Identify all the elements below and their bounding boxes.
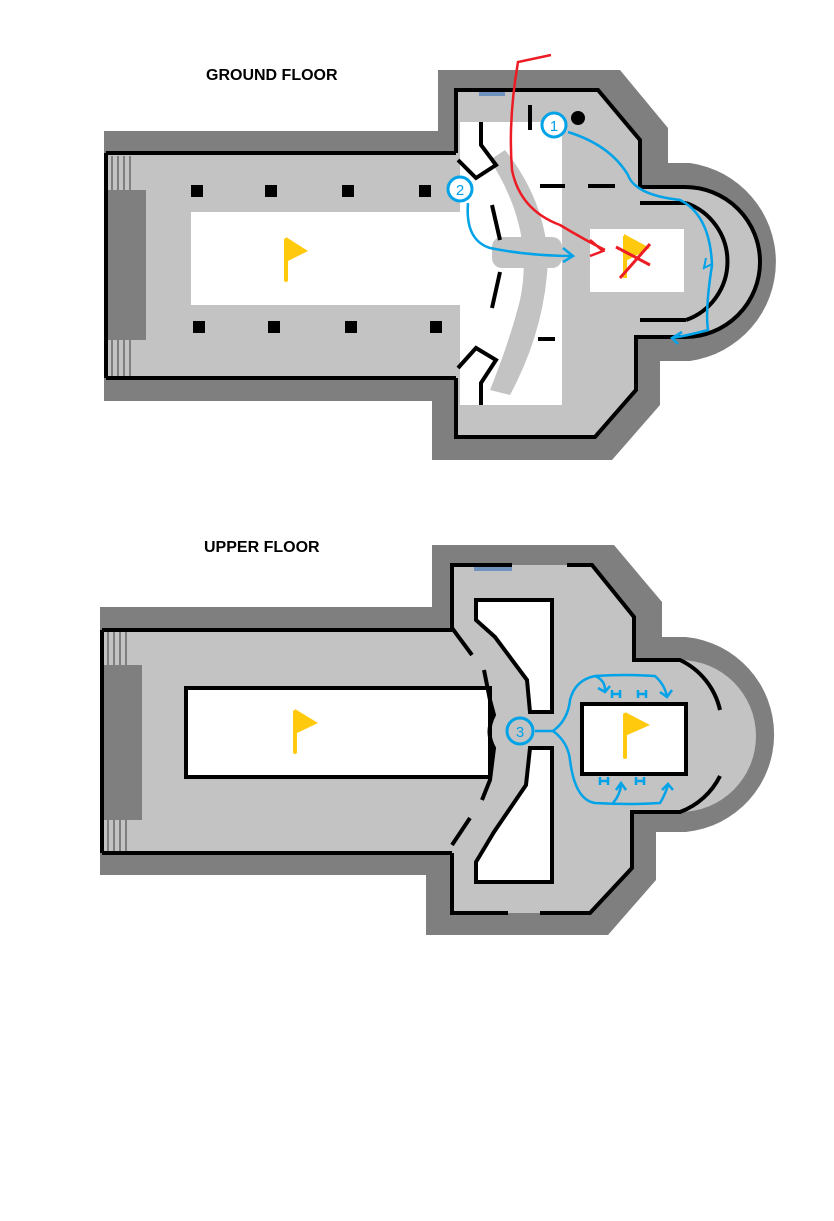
blue-route-arrow-2 xyxy=(466,202,576,264)
ground-nave-open xyxy=(191,212,491,305)
upper-nave-open xyxy=(184,686,492,779)
ground-stair-block xyxy=(106,190,146,340)
upper-floor: UPPER FLOOR xyxy=(100,539,775,935)
red-route-arrow xyxy=(509,53,606,258)
blue-route-arrow-1 xyxy=(567,130,714,345)
marker-3[interactable]: 3 xyxy=(505,716,535,746)
upper-gallery-south xyxy=(474,746,554,884)
marker-2[interactable]: 2 xyxy=(446,175,474,203)
ground-window xyxy=(479,90,505,96)
flag-icon xyxy=(623,712,650,759)
flag-icon xyxy=(284,237,308,282)
ground-floor: GROUND FLOOR xyxy=(104,53,776,460)
upper-window xyxy=(474,564,512,571)
ground-curved-corridor xyxy=(490,150,548,395)
stairs-icon xyxy=(111,156,131,376)
crossed-flag-icon xyxy=(615,234,652,279)
upper-altar-room xyxy=(580,702,688,776)
ground-wall-lines xyxy=(104,88,762,439)
upper-stair-block xyxy=(102,665,142,820)
svg-text:3: 3 xyxy=(516,724,524,741)
ground-floor-title: GROUND FLOOR xyxy=(206,67,338,84)
upper-gallery-north xyxy=(474,598,554,714)
blue-route-arrows xyxy=(535,673,674,806)
svg-text:2: 2 xyxy=(456,182,464,199)
upper-wall-lines xyxy=(100,563,722,915)
pillar-icon xyxy=(191,111,585,333)
flag-icon xyxy=(293,709,318,754)
blue-arrow-head xyxy=(702,257,713,270)
stairs-icon xyxy=(107,632,127,851)
marker-1[interactable]: 1 xyxy=(540,111,568,139)
svg-text:1: 1 xyxy=(550,118,558,135)
upper-floor-title: UPPER FLOOR xyxy=(204,539,320,556)
